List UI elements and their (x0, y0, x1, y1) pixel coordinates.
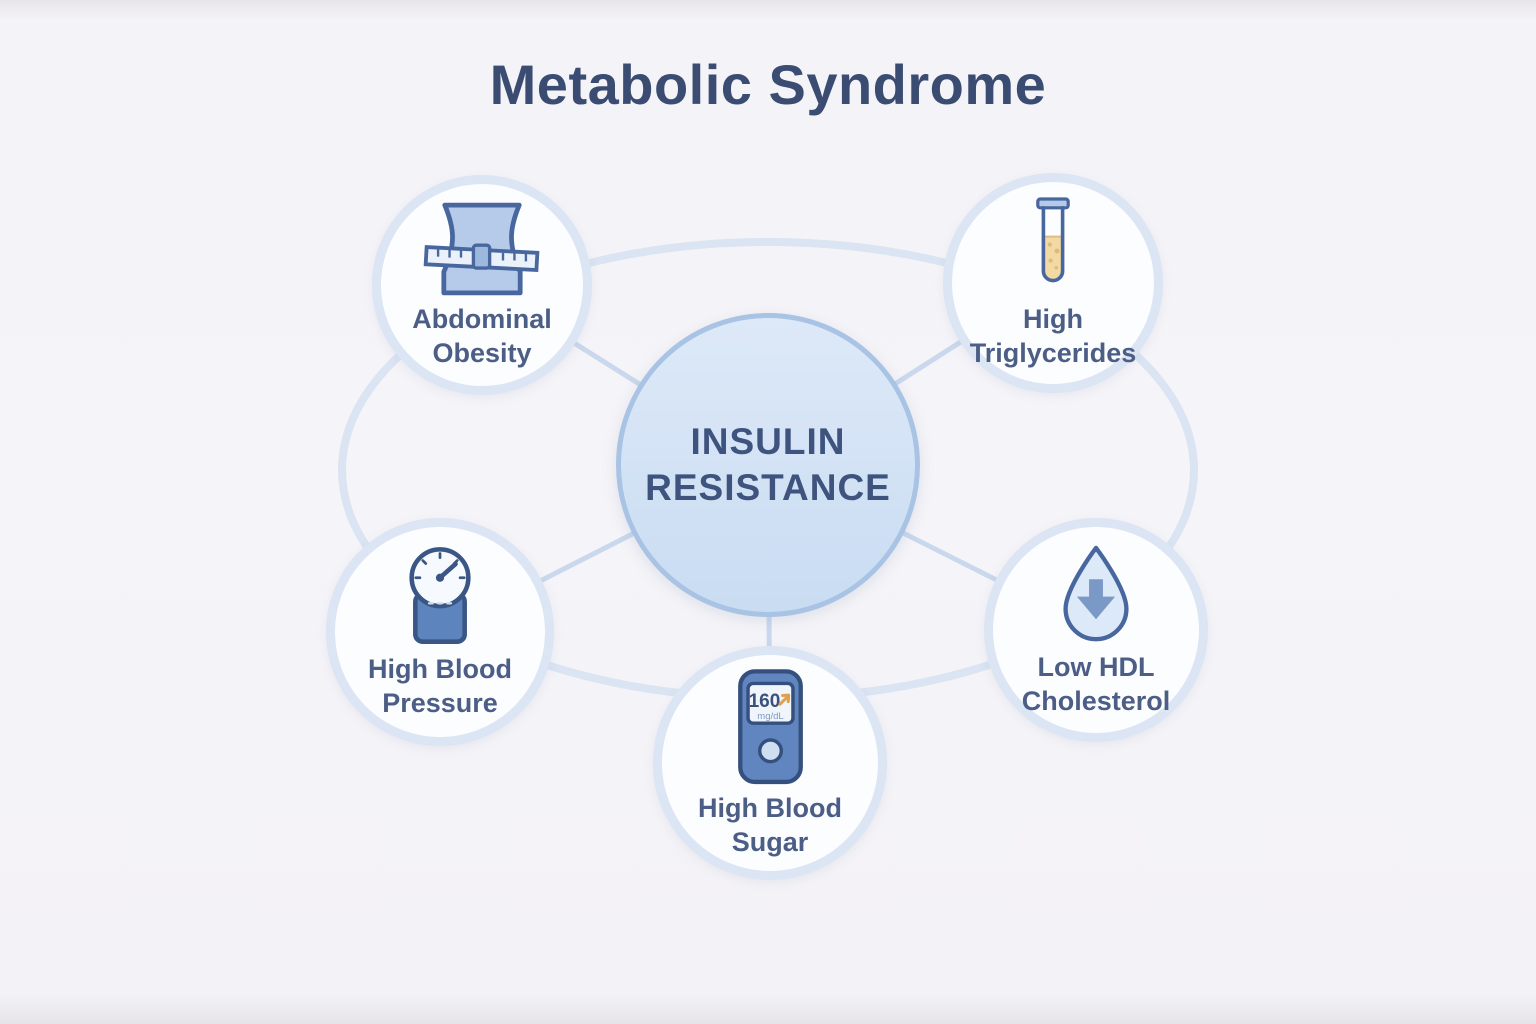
node-high-triglycerides: High Triglycerides (943, 173, 1163, 393)
test-tube-icon (1021, 195, 1085, 299)
node-low-hdl-cholesterol: Low HDL Cholesterol (984, 518, 1208, 742)
glucose-meter-icon: 160 mg/dL (723, 667, 818, 788)
node-label-high-triglycerides: High Triglycerides (969, 304, 1137, 368)
center-hub-insulin-resistance: INSULIN RESISTANCE (616, 313, 920, 617)
page-title: Metabolic Syndrome (489, 53, 1047, 116)
droplet-down-arrow-icon (1048, 541, 1144, 647)
trend-up-arrow-icon (777, 693, 790, 706)
pressure-gauge-icon (385, 543, 495, 649)
node-label-high-blood-pressure: High Blood Pressure (368, 654, 512, 718)
meter-button (757, 738, 783, 764)
node-label-abdominal-obesity: Abdominal Obesity (412, 304, 552, 368)
center-hub-label: INSULIN RESISTANCE (645, 420, 891, 508)
node-label-high-blood-sugar: High Blood Sugar (698, 792, 842, 857)
node-high-blood-sugar: 160 mg/dL High Blood Sugar (653, 646, 887, 880)
waist-measuring-tape-icon (419, 199, 545, 299)
glucose-reading: 160 (748, 691, 780, 712)
node-abdominal-obesity: Abdominal Obesity (372, 175, 592, 395)
node-label-low-hdl-cholesterol: Low HDL Cholesterol (1021, 652, 1171, 716)
node-high-blood-pressure: High Blood Pressure (326, 518, 554, 746)
glucose-unit: mg/dL (757, 711, 783, 722)
